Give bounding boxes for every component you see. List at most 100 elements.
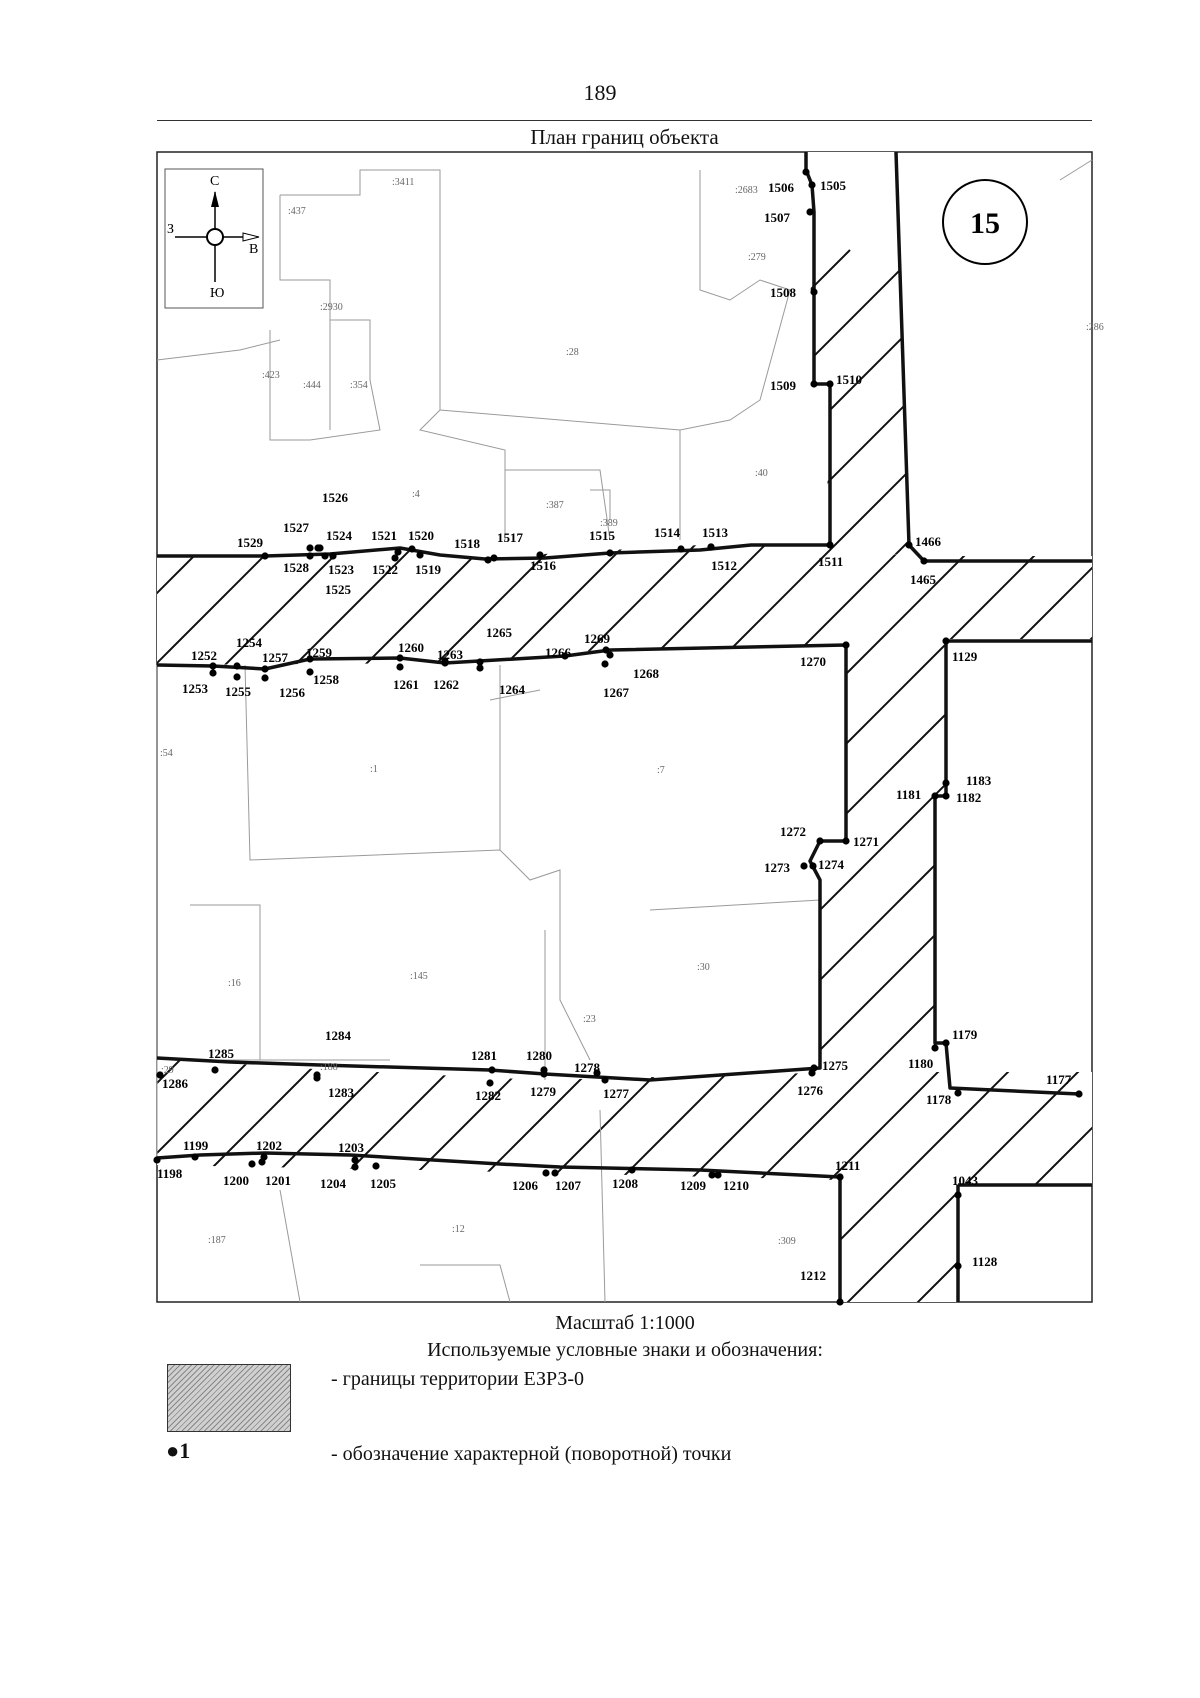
turning-point-1258 <box>306 668 314 676</box>
turning-point-1526 <box>314 544 322 552</box>
point-label-1268: 1268 <box>633 666 660 681</box>
point-label-1527: 1527 <box>283 520 310 535</box>
sheet-number: 15 <box>970 207 1000 240</box>
parcel-label: :279 <box>748 252 766 263</box>
point-label-1178: 1178 <box>926 1092 952 1107</box>
parcel-label: :54 <box>160 748 173 759</box>
parcel-label: :145 <box>410 971 428 982</box>
turning-point-1284 <box>313 1071 321 1079</box>
parcel-label: :40 <box>755 468 768 479</box>
turning-point-1267 <box>601 660 609 668</box>
point-label-1255: 1255 <box>225 684 252 699</box>
turning-point-1281 <box>488 1066 496 1074</box>
parcel-label: :29 <box>161 1065 174 1076</box>
turning-point-1274 <box>809 862 817 870</box>
turning-point-1507 <box>806 208 814 216</box>
point-label-1519: 1519 <box>415 562 442 577</box>
point-label-1266: 1266 <box>545 645 572 660</box>
turning-point-1285 <box>211 1066 219 1074</box>
point-label-1182: 1182 <box>956 790 981 805</box>
point-label-1283: 1283 <box>328 1085 355 1100</box>
point-label-1525: 1525 <box>325 582 352 597</box>
point-label-1523: 1523 <box>328 562 355 577</box>
point-label-1267: 1267 <box>603 685 630 700</box>
point-label-1208: 1208 <box>612 1176 639 1191</box>
point-label-1520: 1520 <box>408 528 434 543</box>
point-label-1209: 1209 <box>680 1178 707 1193</box>
legend-hatch-swatch <box>167 1364 291 1432</box>
turning-point-1268 <box>606 651 614 659</box>
parcel-label: :3411 <box>392 177 414 188</box>
point-label-1252: 1252 <box>191 648 217 663</box>
parcel-label: :2683 <box>735 185 758 196</box>
point-label-1284: 1284 <box>325 1028 352 1043</box>
point-label-1506: 1506 <box>768 180 795 195</box>
turning-point-1199 <box>191 1153 199 1161</box>
compass-south: Ю <box>210 286 224 301</box>
turning-point-1254 <box>233 662 241 670</box>
compass-east: В <box>249 242 258 257</box>
point-label-1179: 1179 <box>952 1027 978 1042</box>
turning-point-1519 <box>416 551 424 559</box>
point-label-1281: 1281 <box>471 1048 497 1063</box>
turning-point-1269 <box>602 646 610 654</box>
parcel-label: :23 <box>583 1014 596 1025</box>
turning-point-1272 <box>816 837 824 845</box>
parcel-label: :389 <box>600 518 618 529</box>
parcel-label: :1 <box>370 764 378 775</box>
turning-point-1208 <box>628 1166 636 1174</box>
turning-point-1177 <box>1075 1090 1083 1098</box>
point-label-1269: 1269 <box>584 631 611 646</box>
parcel-label: :28 <box>566 347 579 358</box>
turning-point-1263 <box>441 657 449 665</box>
turning-point-1514 <box>677 545 685 553</box>
point-label-1199: 1199 <box>183 1138 209 1153</box>
territory-zone <box>157 545 1092 1302</box>
parcel-label: :387 <box>546 500 564 511</box>
parcel-label: :309 <box>778 1236 796 1247</box>
compass-north: С <box>210 174 219 189</box>
turning-point-1273 <box>800 862 808 870</box>
point-label-1509: 1509 <box>770 378 797 393</box>
point-label-1286: 1286 <box>162 1076 189 1091</box>
point-label-1212: 1212 <box>800 1268 826 1283</box>
turning-point-1516 <box>536 551 544 559</box>
parcel-label: :2930 <box>320 302 343 313</box>
turning-point-1204 <box>351 1163 359 1171</box>
point-label-1274: 1274 <box>818 857 845 872</box>
parcel-label: :444 <box>303 380 321 391</box>
point-label-1522: 1522 <box>372 562 398 577</box>
turning-point-1129 <box>942 637 950 645</box>
parcel-label: :423 <box>262 370 280 381</box>
legend-point-sample: ●1 <box>166 1438 191 1463</box>
parcel-label: :188 <box>320 1062 338 1073</box>
point-label-1505: 1505 <box>820 178 847 193</box>
legend-caption: Используемые условные знаки и обозначени… <box>427 1339 823 1361</box>
point-label-1521: 1521 <box>371 528 397 543</box>
point-label-1198: 1198 <box>157 1166 183 1181</box>
point-label-1508: 1508 <box>770 285 797 300</box>
turning-point-1521 <box>394 548 402 556</box>
point-label-1253: 1253 <box>182 681 209 696</box>
point-label-1181: 1181 <box>896 787 921 802</box>
parcel-label: :16 <box>228 978 241 989</box>
cadastral-lines <box>156 159 1093 1303</box>
turning-point-1259 <box>306 655 314 663</box>
turning-point-1255 <box>233 673 241 681</box>
point-label-1200: 1200 <box>223 1173 249 1188</box>
point-label-1260: 1260 <box>398 640 424 655</box>
turning-point-1523 <box>329 552 337 560</box>
point-label-1271: 1271 <box>853 834 879 849</box>
turning-point-1200 <box>248 1160 256 1168</box>
turning-point-1528 <box>306 552 314 560</box>
point-label-1264: 1264 <box>499 682 526 697</box>
point-label-1529: 1529 <box>237 535 264 550</box>
point-label-1205: 1205 <box>370 1176 397 1191</box>
point-label-1259: 1259 <box>306 645 333 660</box>
point-label-1262: 1262 <box>433 677 459 692</box>
point-label-1270: 1270 <box>800 654 826 669</box>
point-label-1129: 1129 <box>952 649 978 664</box>
point-label-1257: 1257 <box>262 650 289 665</box>
turning-point-1265 <box>476 658 484 666</box>
